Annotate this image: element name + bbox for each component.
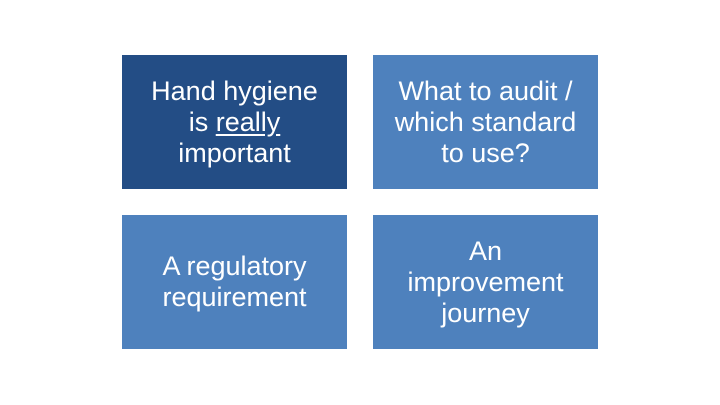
tile-hand-hygiene: Hand hygiene is really important	[122, 55, 347, 189]
tile-text-line: improvement	[407, 266, 564, 297]
tile-text-line: An	[468, 235, 503, 266]
tile-text-prefix: is	[188, 106, 216, 137]
tile-text-line: to use?	[441, 137, 530, 168]
tile-text-line: is really	[189, 107, 281, 138]
tile-text-line: What to audit /	[398, 75, 573, 106]
tile-improvement-journey: An improvement journey	[373, 215, 598, 349]
tile-text-line: journey	[441, 297, 530, 328]
tile-regulatory-requirement: A regulatory requirement	[122, 215, 347, 349]
tile-what-to-audit: What to audit / which standard to use?	[373, 55, 598, 189]
emphasis-text: really	[215, 106, 281, 137]
tile-text-line: important	[178, 137, 291, 168]
tile-text-line: A regulatory	[162, 251, 307, 281]
tile-text-line: requirement	[162, 282, 307, 312]
tile-text-line: which standard	[394, 106, 577, 137]
tile-text-line: Hand hygiene	[151, 75, 318, 106]
